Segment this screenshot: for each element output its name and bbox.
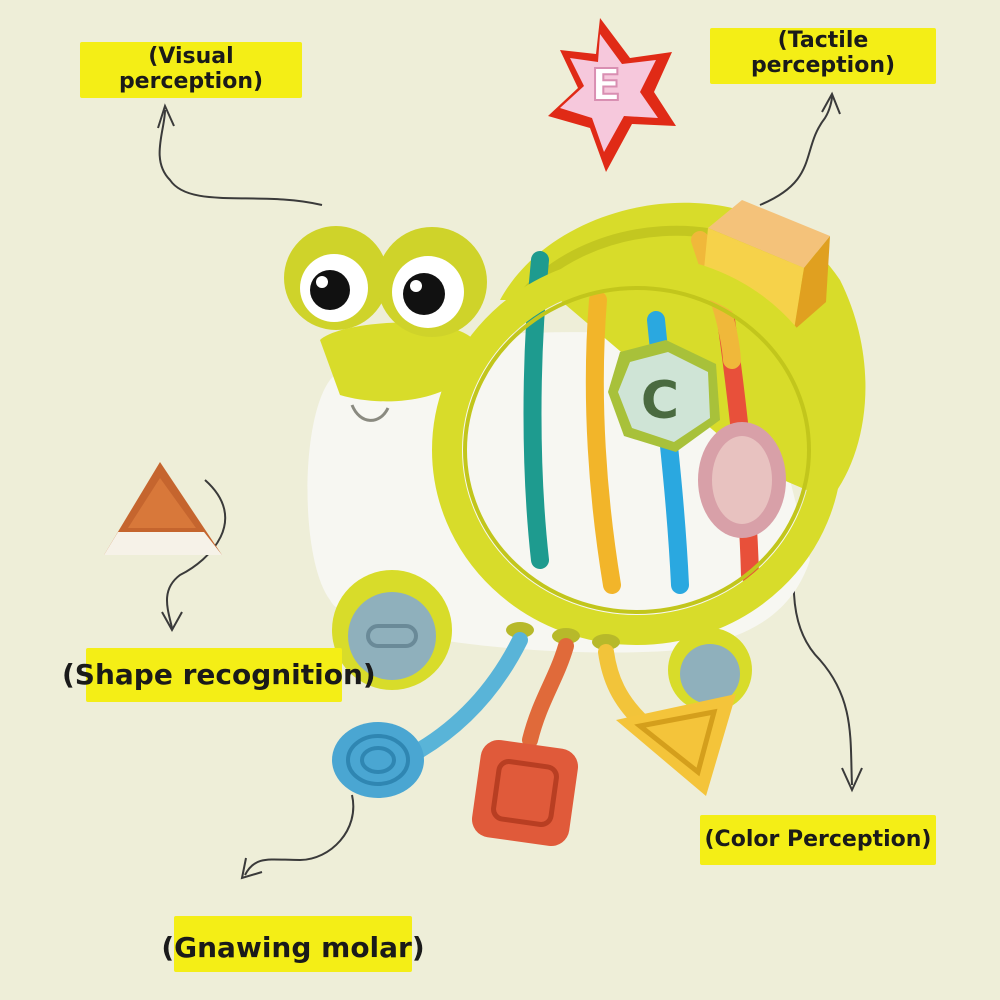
arrowhead-tactile — [821, 91, 841, 115]
left-wheel — [332, 570, 452, 690]
annotation-arrows — [157, 91, 863, 880]
arrow-gnaw — [244, 794, 355, 876]
label-shape-recognition: (Shape recognition) — [62, 648, 376, 702]
label-tactile-line1: (Tactile — [777, 28, 869, 53]
arrowhead-visual — [157, 103, 175, 129]
label-visual-line1: (Visual — [148, 44, 234, 69]
label-tactile-line2: perception) — [750, 53, 896, 79]
label-visual-perception: (Visual perception) — [80, 42, 302, 98]
label-tactile-perception: (Tactile perception) — [710, 28, 936, 84]
label-color-perception: (Color Perception) — [700, 815, 936, 865]
triangle-block-icon — [104, 462, 222, 555]
arrowhead-gnaw — [240, 857, 263, 880]
hexagon-block-icon: C — [608, 340, 720, 452]
red-teether-icon — [471, 739, 579, 847]
arrow-shape — [166, 479, 227, 629]
label-gnawing-molar: (Gnawing molar) — [161, 916, 425, 972]
yellow-teether-icon — [616, 694, 736, 796]
blue-teether-icon — [332, 722, 424, 798]
label-visual-line2: perception) — [118, 69, 264, 95]
arrowhead-shape — [161, 611, 183, 633]
arrow-visual — [158, 109, 323, 206]
cube-block-icon — [702, 200, 830, 330]
label-shape-text: (Shape recognition) — [62, 658, 376, 691]
snail-toy: C — [284, 200, 866, 712]
star-block-icon: E — [548, 18, 676, 172]
shell-ring — [432, 255, 842, 645]
snail-neck — [320, 322, 480, 402]
snail-smile — [350, 404, 390, 422]
label-gnaw-text: (Gnawing molar) — [161, 931, 425, 964]
hexagon-letter: C — [641, 371, 679, 431]
teethers — [332, 632, 736, 847]
arrow-color — [792, 559, 853, 786]
star-letter: E — [591, 60, 621, 111]
label-color-text: (Color Perception) — [704, 827, 932, 852]
arrow-tactile — [759, 95, 833, 206]
right-wheel — [668, 628, 752, 712]
arrowhead-color — [841, 767, 863, 793]
